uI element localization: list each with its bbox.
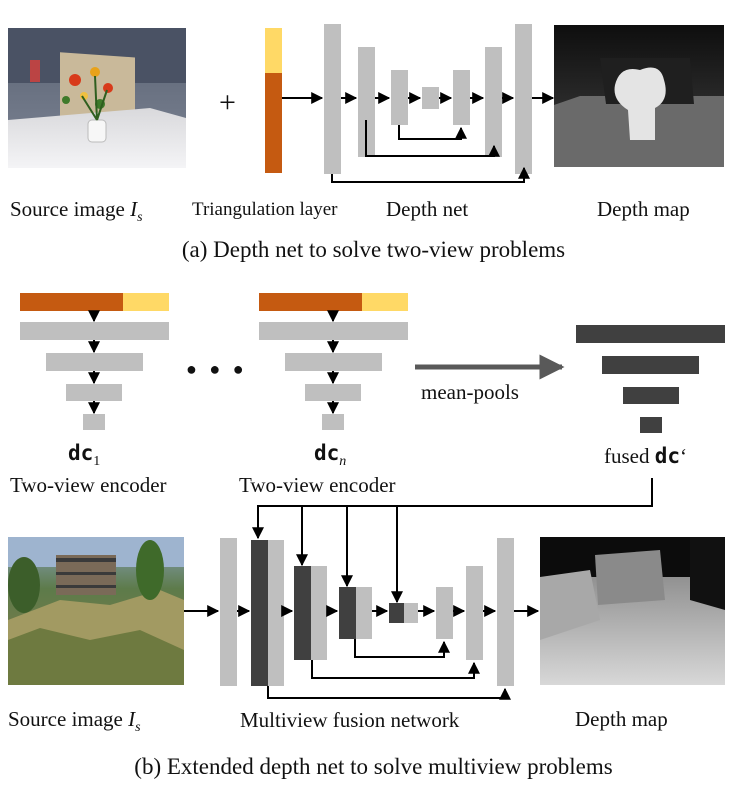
encoder-1-label: Two-view encoder [10, 473, 167, 497]
encoder-1-symbol: dc1 [68, 441, 101, 470]
caption-b: (b) Extended depth net to solve multivie… [134, 754, 613, 779]
depth-net-label: Depth net [386, 197, 469, 221]
encoder-n-label: Two-view encoder [239, 473, 396, 497]
caption-a: (a) Depth net to solve two-view problems [181, 237, 566, 262]
fused-dc-label: fused dc‘ [604, 444, 688, 468]
plus-sign: + [219, 86, 236, 119]
source-label-a: Source image Is [10, 197, 143, 226]
depth-map-label-b: Depth map [575, 707, 668, 731]
depth-map-label-a: Depth map [597, 197, 690, 221]
triangulation-layer-label: Triangulation layer [192, 199, 338, 220]
fusion-network-label: Multiview fusion network [240, 708, 460, 732]
mean-pools-label: mean-pools [421, 380, 519, 404]
ellipsis: ● ● ● [186, 359, 248, 379]
source-label-b: Source image Is [8, 707, 141, 736]
encoder-n-symbol: dcn [314, 441, 347, 470]
